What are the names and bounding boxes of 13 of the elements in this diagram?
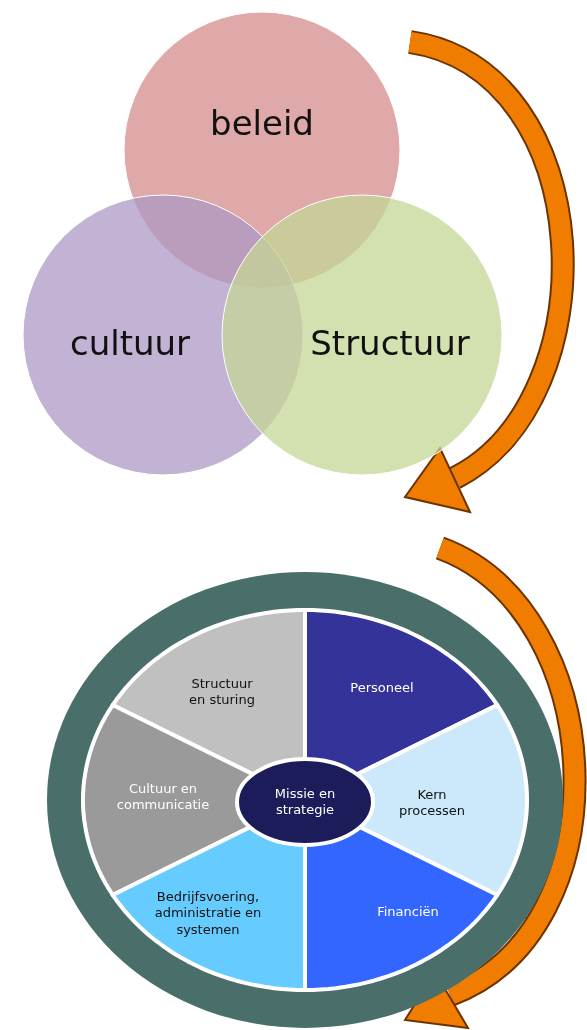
venn-circle: [222, 195, 502, 475]
segment-label: Structuur en sturing: [182, 675, 262, 709]
segment-label: Personeel: [332, 679, 432, 697]
segment-label: Missie en strategie: [273, 785, 337, 819]
circle-label: cultuur: [68, 321, 192, 365]
circle-label: beleid: [209, 101, 315, 145]
segment-label: Cultuur en communicatie: [108, 780, 218, 814]
circle-label: Structuur: [309, 321, 471, 365]
wheel-drawing: [47, 572, 563, 1028]
segment-label: Financiën: [358, 903, 458, 921]
segment-label: Kern processen: [392, 786, 472, 820]
center-ellipse: [235, 757, 375, 847]
segment-label: Bedrijfsvoering, administratie en systemen: [138, 888, 278, 938]
